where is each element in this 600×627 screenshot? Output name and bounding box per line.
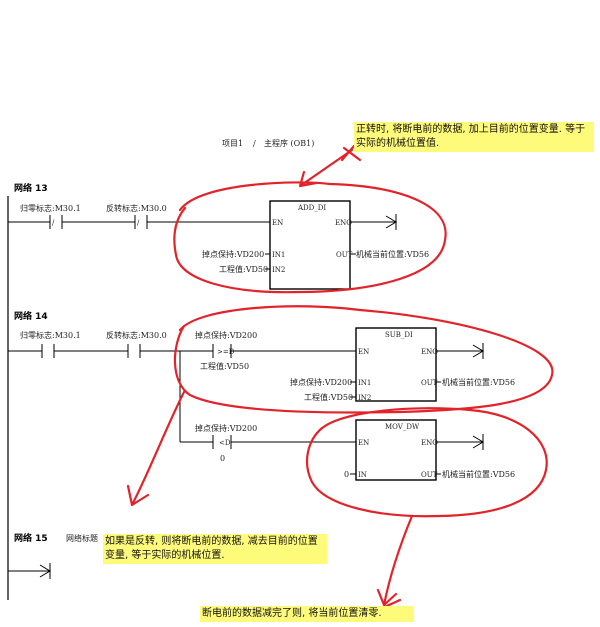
n14-contact1-symbol: 归零标志:M30.1 [20, 330, 81, 340]
add-di-in2: IN2 [272, 266, 285, 274]
mov-dw-eno: ENO [421, 439, 438, 447]
n14-rung [8, 343, 484, 475]
mid-note-line1: 如果是反转, 则将断电前的数据, 减去目前的位置 [105, 536, 318, 547]
sub-di-in2-symbol: 工程值:VD50 [304, 392, 353, 402]
mov-dw-out-symbol: 机械当前位置:VD56 [442, 469, 515, 479]
add-di-out: OUT [336, 251, 353, 259]
sub-di-in1-symbol: 掉点保持:VD200 [290, 377, 352, 387]
add-di-in1-symbol: 掉点保持:VD200 [202, 249, 264, 259]
arrow-mid-note [126, 390, 186, 507]
sub-di-out: OUT [421, 379, 438, 387]
circle-net14-mov [305, 407, 548, 518]
n13-contact2-symbol: 反转标志:M30.0 [106, 203, 167, 213]
bottom-annotation-note: 断电前的数据减完了则, 将当前位置清零. [200, 606, 414, 622]
mov-dw-in-value: 0 [344, 470, 349, 479]
add-di-title: ADD_DI [297, 204, 326, 212]
circle-net13-add [173, 181, 447, 294]
mov-dw-out: OUT [421, 471, 438, 479]
n14-cmp1-op: >=D [217, 348, 235, 356]
n13-contact1-nc: / [52, 219, 55, 227]
sub-di-eno: ENO [421, 348, 438, 356]
add-di-en: EN [272, 219, 283, 227]
sub-di-out-symbol: 机械当前位置:VD56 [442, 377, 515, 387]
n14-cmp2-top-symbol: 掉点保持:VD200 [195, 423, 257, 433]
top-note-line1: 正转时, 将断电前的数据, 加上目前的位置变量. 等于 [356, 124, 586, 135]
circle-net14-sub [173, 305, 554, 414]
n14-cmp1-top-symbol: 掉点保持:VD200 [195, 330, 257, 340]
add-di-in1: IN1 [272, 251, 285, 259]
sub-di-title: SUB_DI [385, 331, 413, 339]
top-annotation-note: 正转时, 将断电前的数据, 加上目前的位置变量. 等于 实际的机械位置值. [354, 122, 594, 152]
arrow-top-note [298, 144, 362, 188]
network-15-title: 网络标题 [66, 533, 98, 543]
middle-annotation-note: 如果是反转, 则将断电前的数据, 减去目前的位置 变量, 等于实际的机械位置. [103, 534, 327, 564]
network-13-label: 网络 13 [14, 182, 48, 194]
mov-dw-in: IN [358, 471, 367, 479]
sub-di-in1: IN1 [358, 379, 371, 387]
header-separator: / [253, 139, 256, 148]
add-di-in2-symbol: 工程值:VD50 [219, 264, 268, 274]
sub-di-in2: IN2 [358, 394, 371, 402]
network-15-label: 网络 15 [14, 532, 48, 544]
sub-di-box [355, 327, 437, 402]
add-di-eno: ENO [335, 219, 352, 227]
project-name: 项目1 [222, 139, 243, 148]
n14-cmp2-op: <D [219, 439, 231, 447]
program-name: 主程序 (OB1) [264, 138, 314, 148]
red-annotations [126, 144, 554, 612]
n14-cmp1-bottom-symbol: 工程值:VD50 [200, 361, 249, 371]
mid-note-line2: 变量, 等于实际的机械位置. [105, 550, 225, 561]
mov-dw-en: EN [358, 439, 369, 447]
top-note-line2: 实际的机械位置值. [356, 138, 440, 149]
mov-dw-box [355, 419, 437, 481]
sub-di-en: EN [358, 348, 369, 356]
bottom-note-line: 断电前的数据减完了则, 将当前位置清零. [202, 608, 382, 619]
n13-contact2-nc: / [137, 219, 140, 227]
add-di-box [269, 200, 351, 290]
n14-contact2-symbol: 反转标志:M30.0 [106, 330, 167, 340]
add-di-out-symbol: 机械当前位置:VD56 [356, 249, 429, 259]
n15-rung [8, 563, 51, 579]
n13-rung [8, 214, 397, 270]
n13-contact1-symbol: 归零标志:M30.1 [20, 203, 81, 213]
arrow-bottom-note [376, 514, 414, 612]
network-14-label: 网络 14 [14, 310, 48, 322]
mov-dw-title: MOV_DW [385, 423, 420, 431]
n14-cmp2-bottom-value: 0 [220, 454, 225, 463]
